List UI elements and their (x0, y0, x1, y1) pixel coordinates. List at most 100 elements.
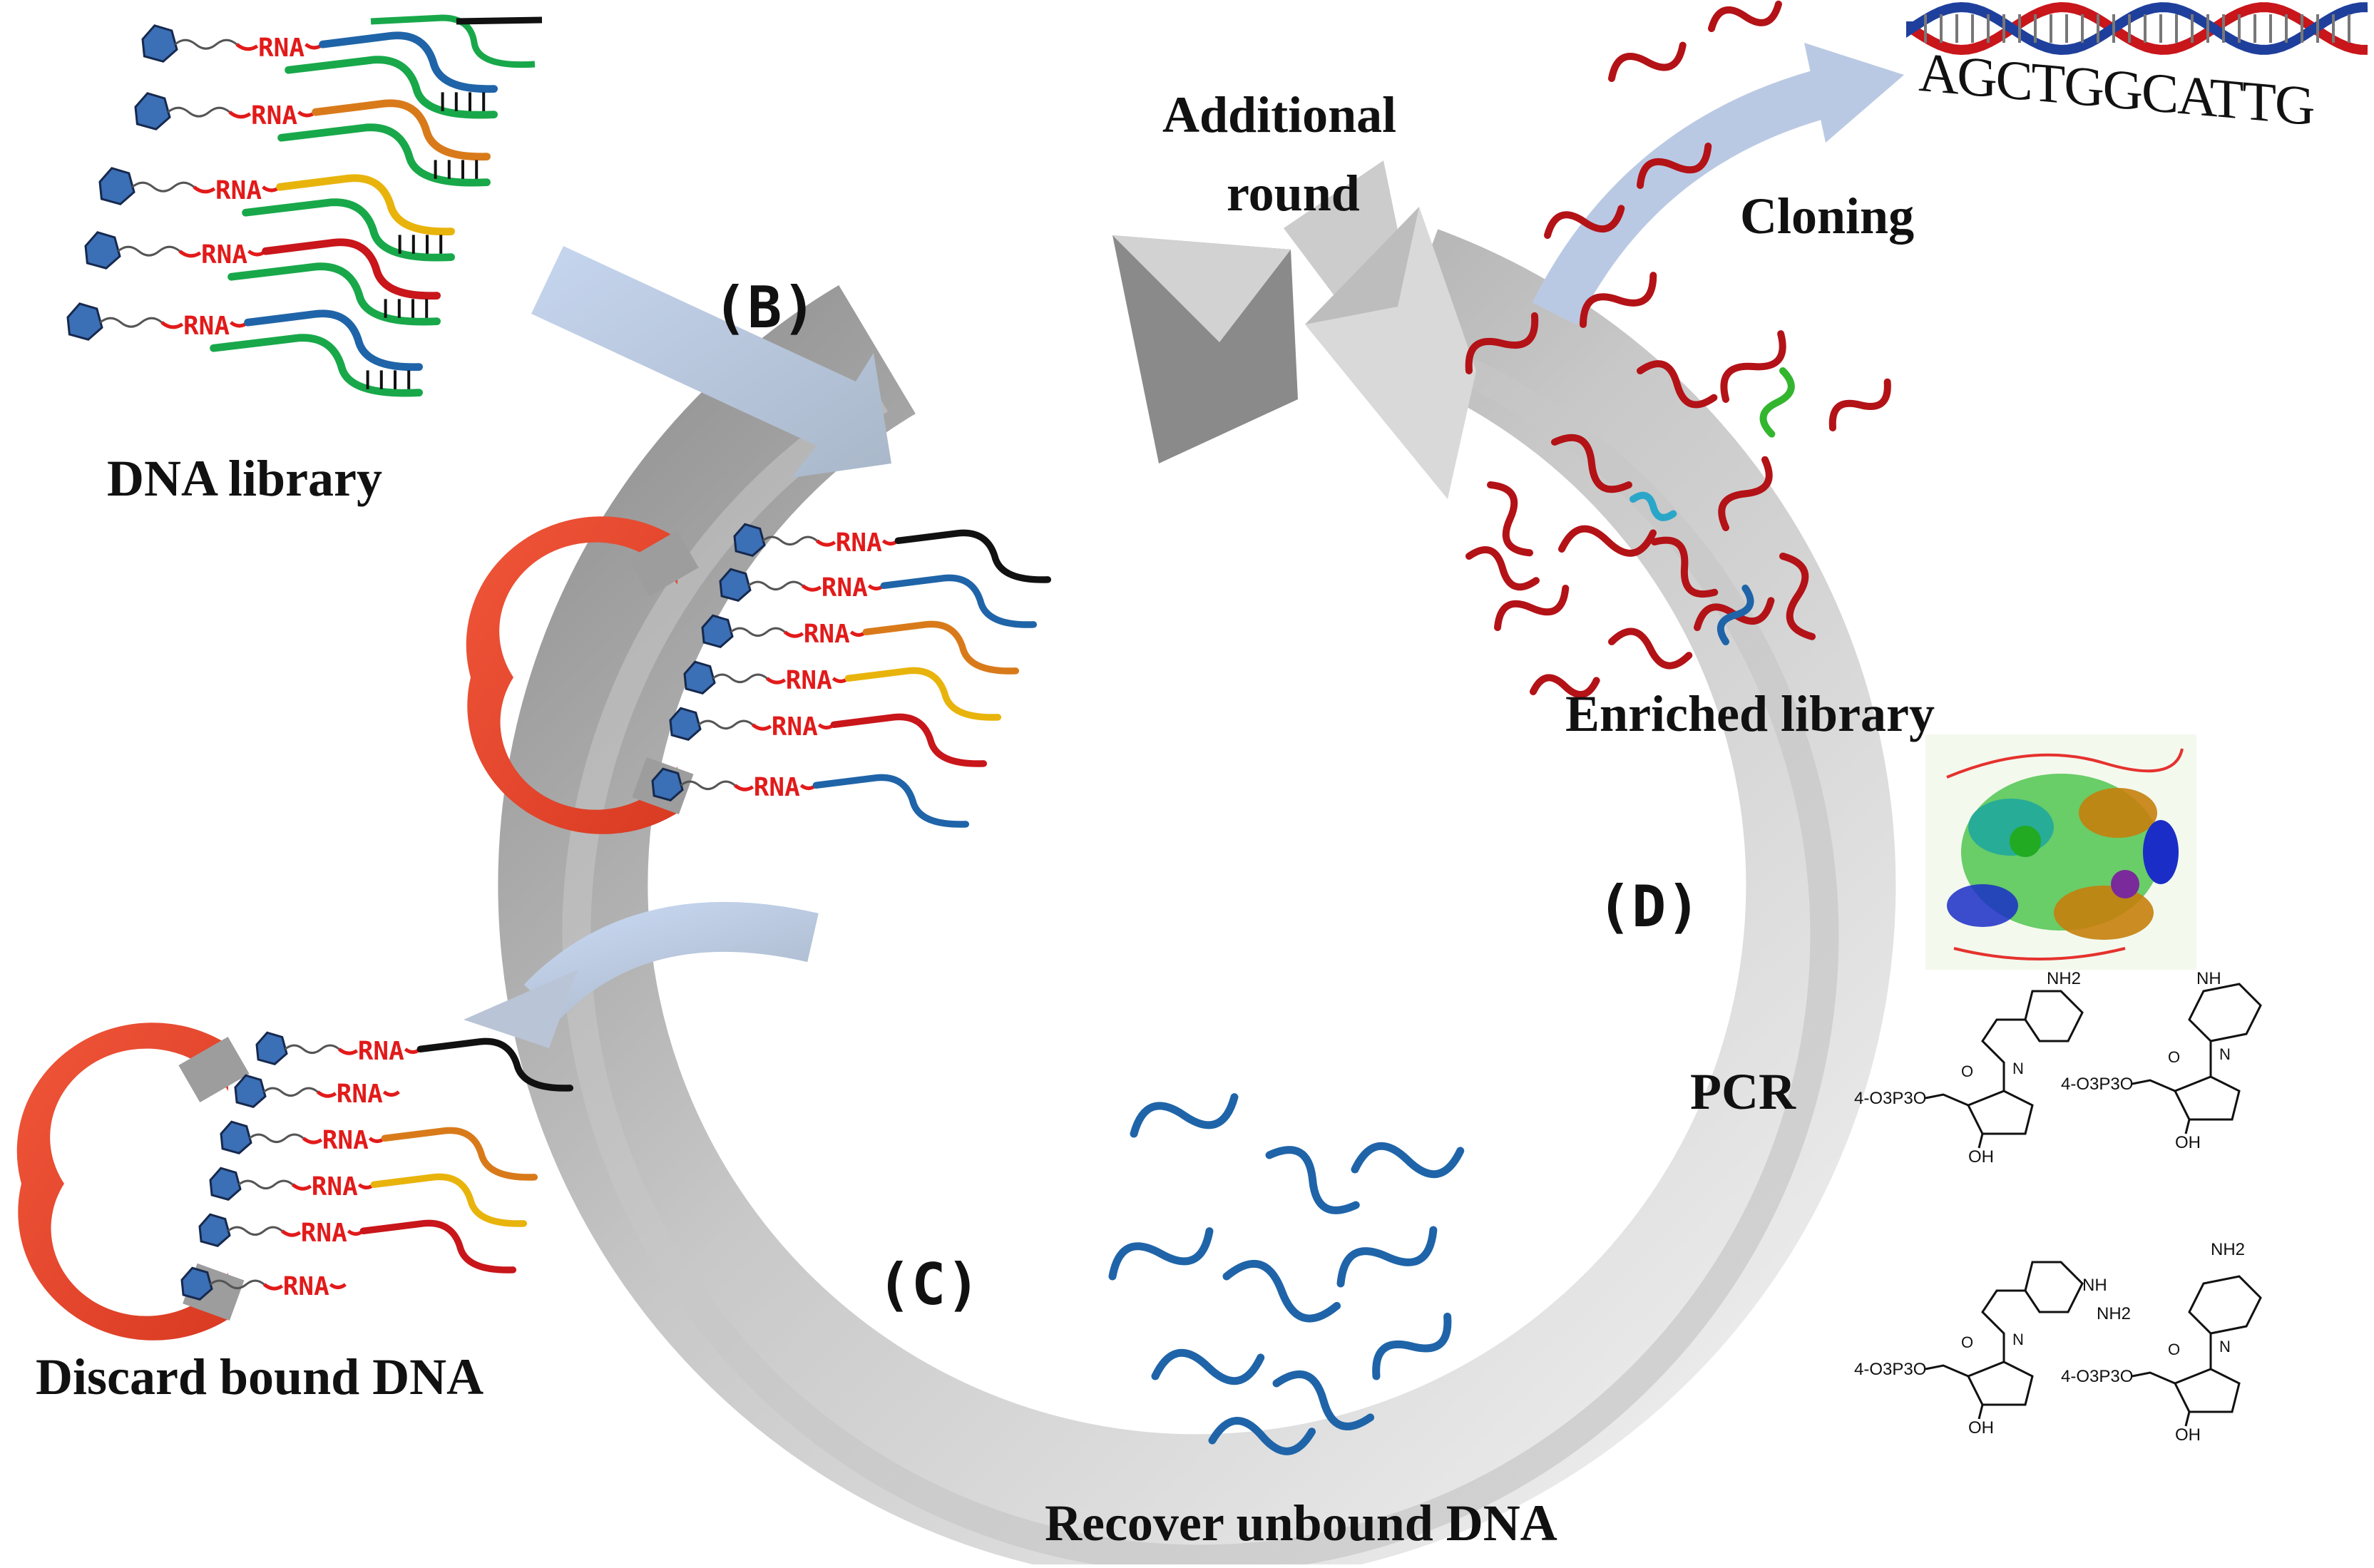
hydroxyl-label: OH (1968, 1147, 1994, 1167)
bead-icon (651, 767, 684, 801)
dna-fragment (1530, 674, 1600, 698)
rna-tag: RNA (312, 1172, 358, 1201)
dna-fragment (1130, 1093, 1239, 1138)
dna-strand (830, 713, 988, 767)
linker-line (167, 106, 230, 118)
linker-line (284, 1044, 340, 1055)
amine-label: NH2 (2047, 969, 2081, 988)
bond-line (2184, 1411, 2191, 1427)
dna-strand (880, 574, 1038, 628)
rna-line (280, 1229, 302, 1237)
dna-fragment (1629, 491, 1677, 521)
rna-tag: RNA (772, 712, 818, 742)
sugar-ring (2173, 1075, 2241, 1121)
oxygen-label: O (1961, 1062, 1973, 1080)
dna-helix-icon (1906, 1, 2368, 56)
unbound-dna-strands (1108, 1093, 1465, 1455)
rna-line (291, 1183, 312, 1191)
linker-line (99, 317, 163, 328)
rna-tag: RNA (337, 1080, 383, 1109)
rna-tag: RNA (358, 1037, 404, 1066)
bead-icon (255, 1031, 288, 1065)
bead-icon (220, 1120, 252, 1154)
ring-arrowhead-left (1112, 235, 1298, 463)
dna-fragment (1558, 525, 1657, 557)
dna-strand (319, 31, 498, 93)
protein-structure-icon (1925, 734, 2196, 970)
complement-strand (285, 56, 498, 119)
enriched-library-strands (1465, 0, 1891, 698)
dna-strand (381, 1127, 538, 1181)
rna-line (235, 43, 259, 51)
rna-line (765, 677, 787, 685)
base-ring (1981, 990, 2084, 1091)
helix-strand (1906, 2, 2368, 56)
base-ring (2188, 1275, 2262, 1369)
rna-tag: RNA (804, 620, 850, 649)
bead-icon (198, 1213, 231, 1247)
rna-line (801, 584, 822, 592)
dna-strand (370, 1173, 528, 1227)
dna-fragment (1351, 1142, 1465, 1179)
sugar-ring (1966, 1090, 2034, 1135)
rna-line (329, 1283, 347, 1289)
rna-tag: RNA (301, 1219, 347, 1248)
cloning-label: Cloning (1740, 188, 1915, 245)
dna-fragment (1108, 1227, 1214, 1281)
rna-tag: RNA (283, 1272, 329, 1301)
rna-line (382, 1090, 400, 1097)
nitrogen-label: N (2012, 1331, 2024, 1348)
bead-icon (66, 302, 103, 341)
oxygen-label: O (2168, 1341, 2180, 1358)
dna-fragment (1487, 481, 1533, 557)
nitrogen-label: N (2219, 1338, 2231, 1356)
bond-line (2184, 1119, 2191, 1134)
helix-strand (1906, 1, 2368, 55)
dna-strand (262, 238, 441, 300)
rna-line (160, 321, 184, 329)
dna-fragment (1718, 456, 1773, 531)
enriched-library-label: Enriched library (1565, 685, 1935, 742)
step-d-label: (D) (1597, 873, 1701, 940)
complement-strand (242, 198, 455, 262)
sugar-ring (2173, 1368, 2241, 1413)
rna-tag: RNA (786, 666, 832, 695)
nitrogen-label: N (2012, 1060, 2024, 1077)
amine-label: NH2 (2211, 1240, 2245, 1259)
bond-line (1925, 1093, 1969, 1107)
oxygen-label: O (1961, 1333, 1973, 1351)
additional-round-label-line1: Additional (1162, 86, 1397, 143)
rna-tag: RNA (754, 773, 800, 802)
pcr-label: PCR (1690, 1063, 1796, 1120)
dna-fragment (1637, 360, 1718, 409)
nitrogen-label: N (2219, 1045, 2231, 1063)
dna-fragment (1151, 1348, 1265, 1385)
linker-line (174, 39, 237, 50)
bead-icon (701, 614, 734, 648)
nucleotide-structures: 4-O3P3OOHNONH24-O3P3OOHNONH4-O3P3OOHNONH… (1854, 969, 2262, 1445)
bead-icon (180, 1266, 213, 1301)
bead-icon (234, 1074, 267, 1108)
dna-strand (416, 1037, 574, 1092)
linker-line (680, 780, 736, 791)
base-ring (2188, 983, 2262, 1077)
rna-tag: RNA (201, 240, 247, 270)
dna-fragment (1222, 1259, 1341, 1323)
dna-fragment (1608, 41, 1687, 82)
dna-fragment (1544, 205, 1625, 239)
dna-strand (359, 1219, 517, 1274)
linker-line (697, 719, 754, 730)
recover-unbound-dna-label: Recover unbound DNA (1045, 1495, 1557, 1552)
bead-icon (134, 92, 171, 130)
step-c-label: (C) (877, 1251, 981, 1318)
bead-icon (98, 167, 135, 205)
bond-line (1925, 1364, 1969, 1378)
imine-label: NH (2196, 969, 2221, 988)
ring-arrowhead-right (1305, 207, 1476, 499)
dna-fragment (1637, 143, 1712, 189)
rna-line (302, 1137, 323, 1144)
bead-icon (669, 707, 702, 741)
